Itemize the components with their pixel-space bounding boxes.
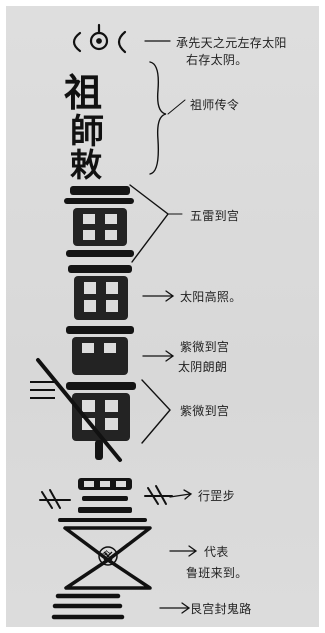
annotation-ziwei2: 紫微到宫 bbox=[180, 404, 230, 418]
annotation-represent-line1: 代表 bbox=[204, 545, 229, 559]
annotation-represent-line2: 鲁班来到。 bbox=[186, 566, 248, 580]
glyph-chi: 敕 bbox=[70, 146, 103, 184]
brace bbox=[149, 61, 167, 175]
glyph-zu: 祖 bbox=[64, 70, 103, 115]
annotation-patriarch-order: 祖师传令 bbox=[190, 98, 240, 112]
annotation-top-line2: 右存太阴。 bbox=[186, 53, 248, 67]
annotation-top-line1: 承先天之元左存太阳 bbox=[176, 36, 287, 50]
annotation-walk-gang: 行罡步 bbox=[198, 489, 235, 503]
annotation-gen-palace: 艮宫封鬼路 bbox=[190, 602, 252, 616]
right-moon-icon bbox=[117, 30, 127, 54]
annotation-ziwei1-line1: 紫微到宫 bbox=[180, 340, 230, 354]
annotation-ziwei1-line2: 太阴朗朗 bbox=[178, 360, 228, 374]
annotation-five-thunders: 五雷到宫 bbox=[190, 209, 240, 223]
left-moon-icon bbox=[72, 31, 82, 53]
annotation-sun: 太阳高照。 bbox=[180, 290, 242, 304]
glyph-shi: 師 bbox=[70, 112, 105, 152]
gang-dot-char: 令 bbox=[102, 551, 112, 561]
